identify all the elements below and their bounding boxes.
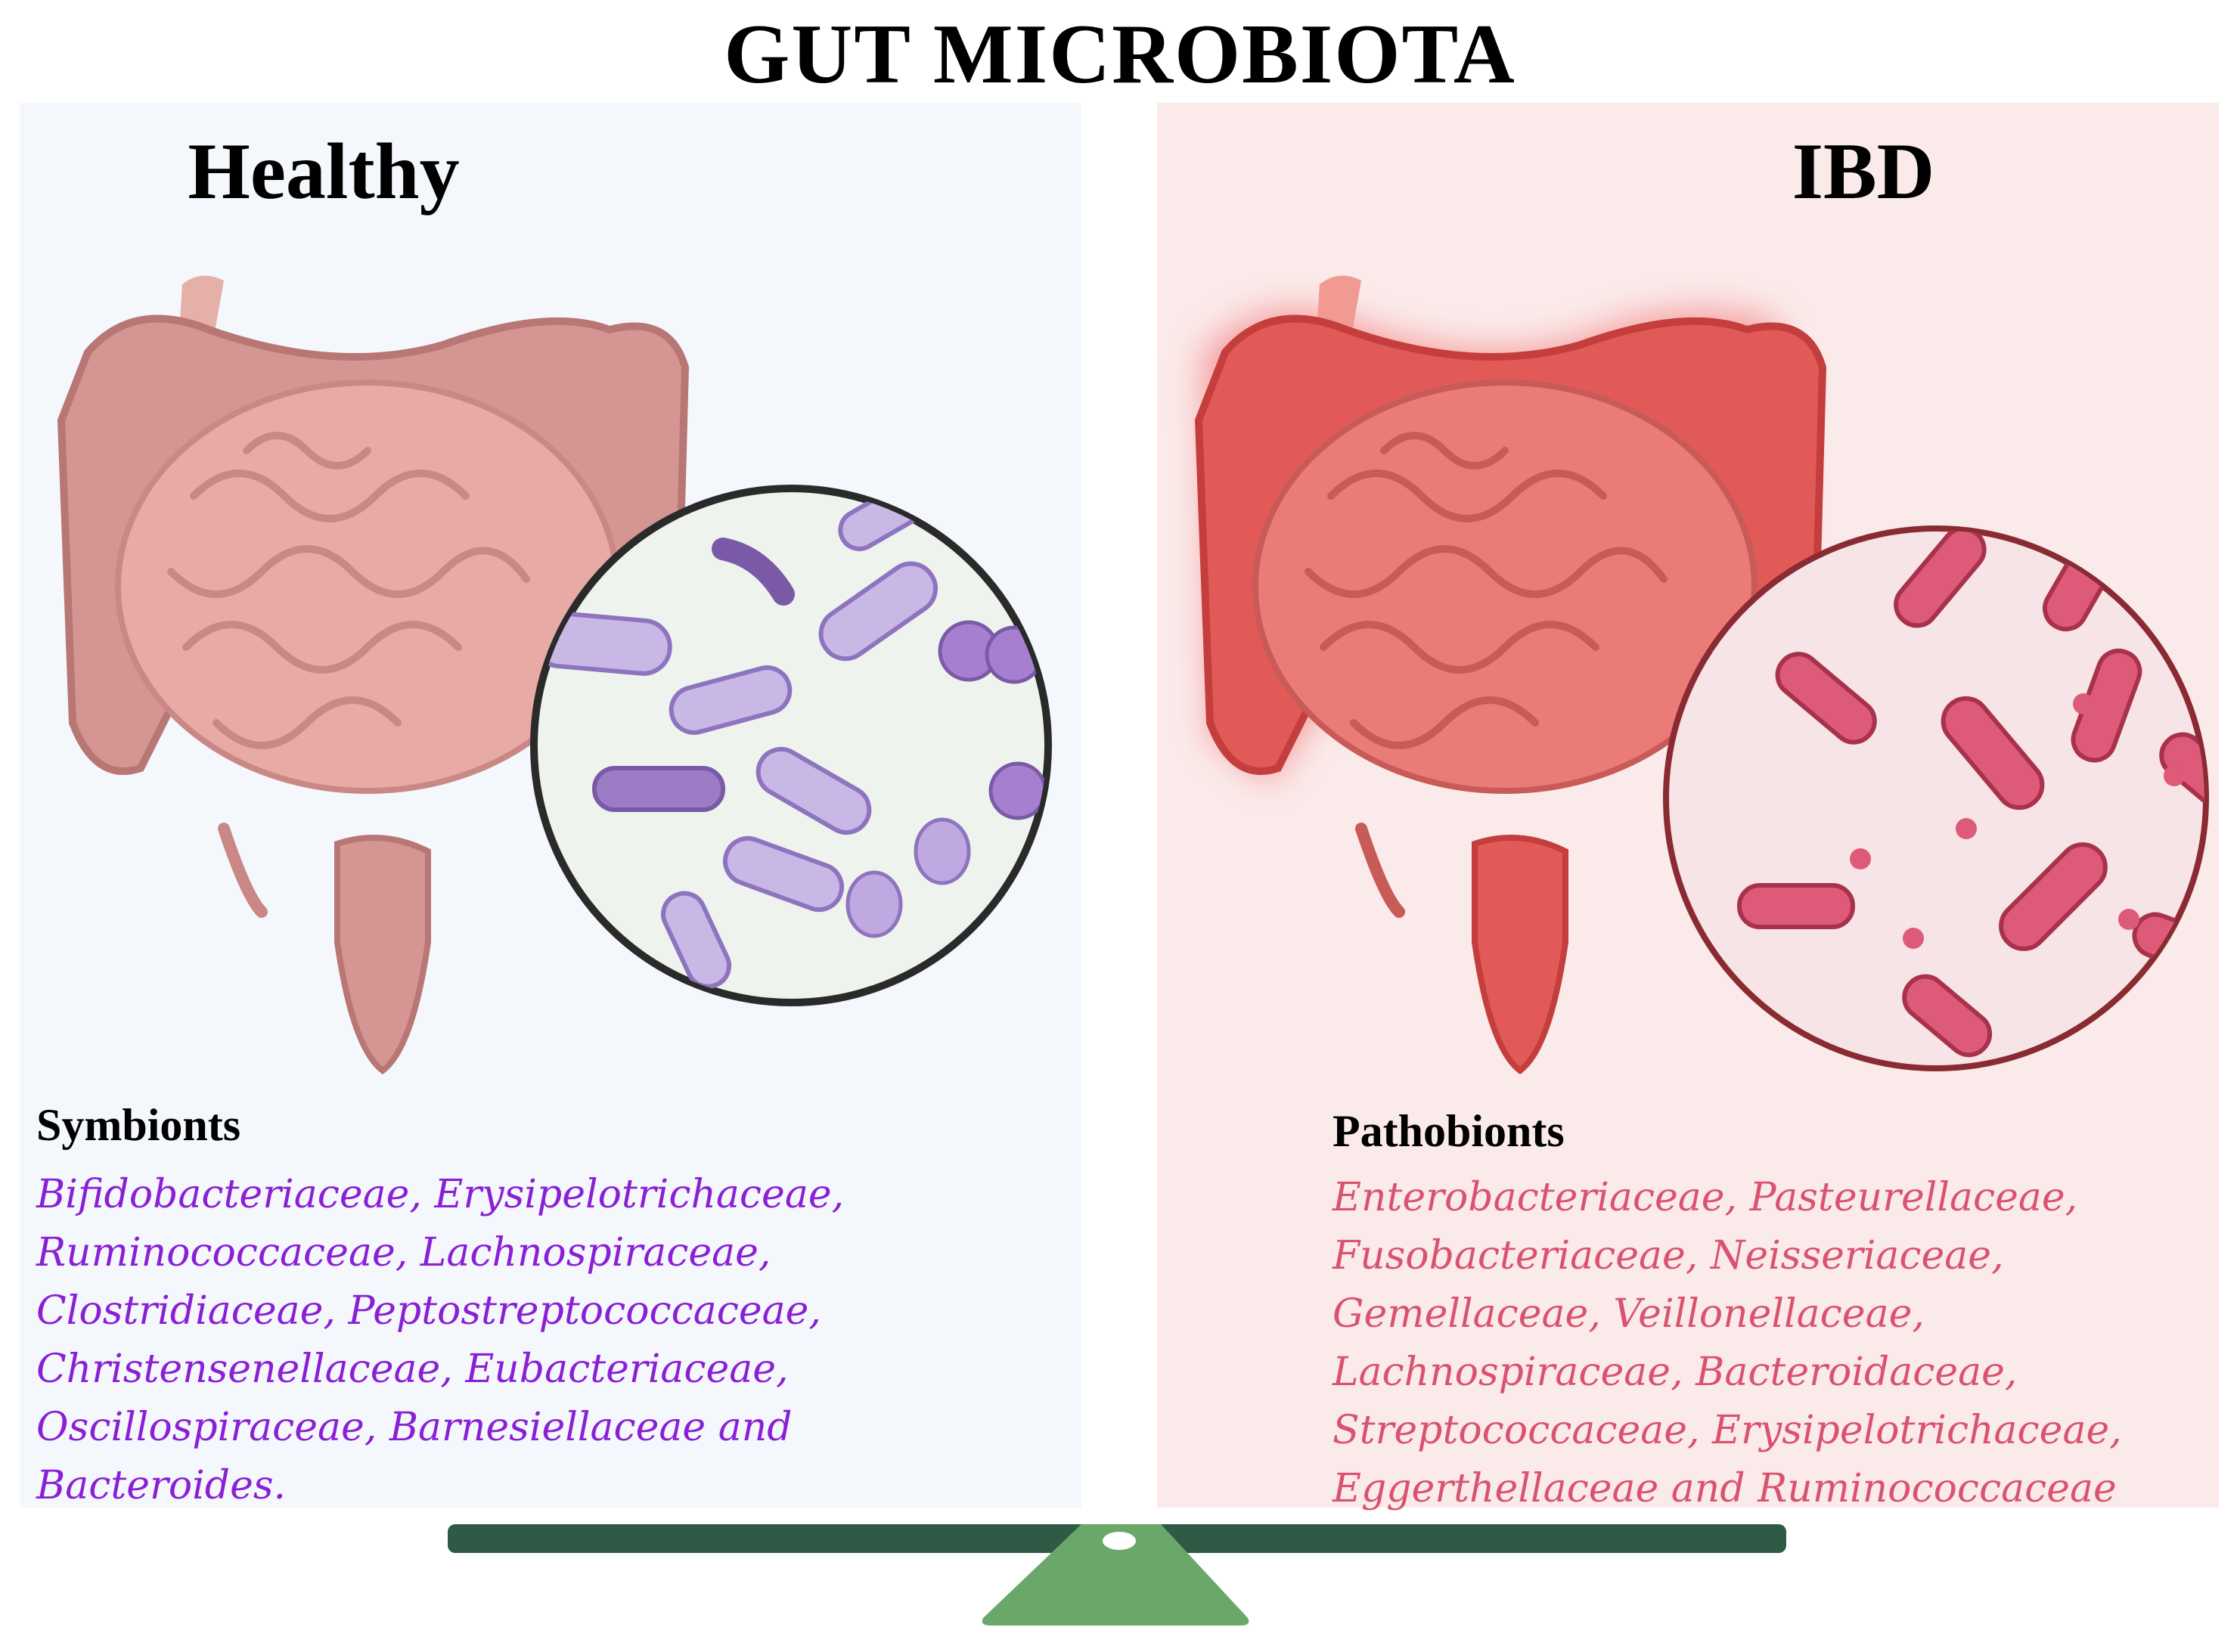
scale-beam (448, 1524, 1786, 1553)
symbionts-line: Bifidobacteriaceae, Erysipelotrichaceae, (36, 1172, 845, 1217)
symbionts-line: Oscillospiraceae, Barnesiellaceae and (36, 1405, 793, 1450)
symbionts-line: Clostridiaceae, Peptostreptococcaceae, (36, 1288, 821, 1334)
symbionts-line: Christensenellaceae, Eubacteriaceae, (36, 1347, 789, 1392)
ibd-rectum (1472, 835, 1568, 1075)
healthy-rectum (334, 835, 431, 1075)
pathobionts-line: Fusobacteriaceae, Neisseriaceae, (1333, 1233, 2004, 1279)
pathobionts-line: Enterobacteriaceae, Pasteurellaceae, (1333, 1175, 2078, 1220)
pathobionts-line: Gemellaceae, Veillonellaceae, (1333, 1291, 1925, 1337)
symbionts-list: Bifidobacteriaceae, Erysipelotrichaceae,… (36, 1166, 844, 1515)
pathobionts-list: Enterobacteriaceae, Pasteurellaceae, Fus… (1333, 1169, 2122, 1518)
healthy-gut-illustration (57, 275, 1052, 1075)
figure-title: GUT MICROBIOTA (724, 8, 1516, 101)
symbionts-heading: Symbionts (36, 1100, 241, 1150)
scale-fulcrum (982, 1524, 1249, 1626)
ibd-gut-illustration (1194, 275, 2209, 1075)
ibd-panel: IBD (1157, 103, 2219, 1511)
pathobionts-line: Eggerthellaceae and Ruminococcaceae (1333, 1466, 2117, 1511)
scale-pivot (1103, 1532, 1136, 1550)
healthy-title: Healthy (188, 127, 460, 215)
healthy-panel: Healthy (20, 103, 1081, 1508)
pathobionts-heading: Pathobionts (1333, 1106, 1565, 1156)
healthy-magnifier (530, 485, 1052, 1006)
pathobionts-line: Streptococcaceae, Erysipelotrichaceae, (1333, 1408, 2122, 1453)
pathobionts-line: Lachnospiraceae, Bacteroidaceae, (1333, 1350, 2018, 1395)
ibd-title: IBD (1792, 127, 1935, 215)
symbionts-line: Bacteroides. (36, 1463, 287, 1508)
symbionts-line: Ruminococcaceae, Lachnospiraceae, (36, 1230, 771, 1275)
